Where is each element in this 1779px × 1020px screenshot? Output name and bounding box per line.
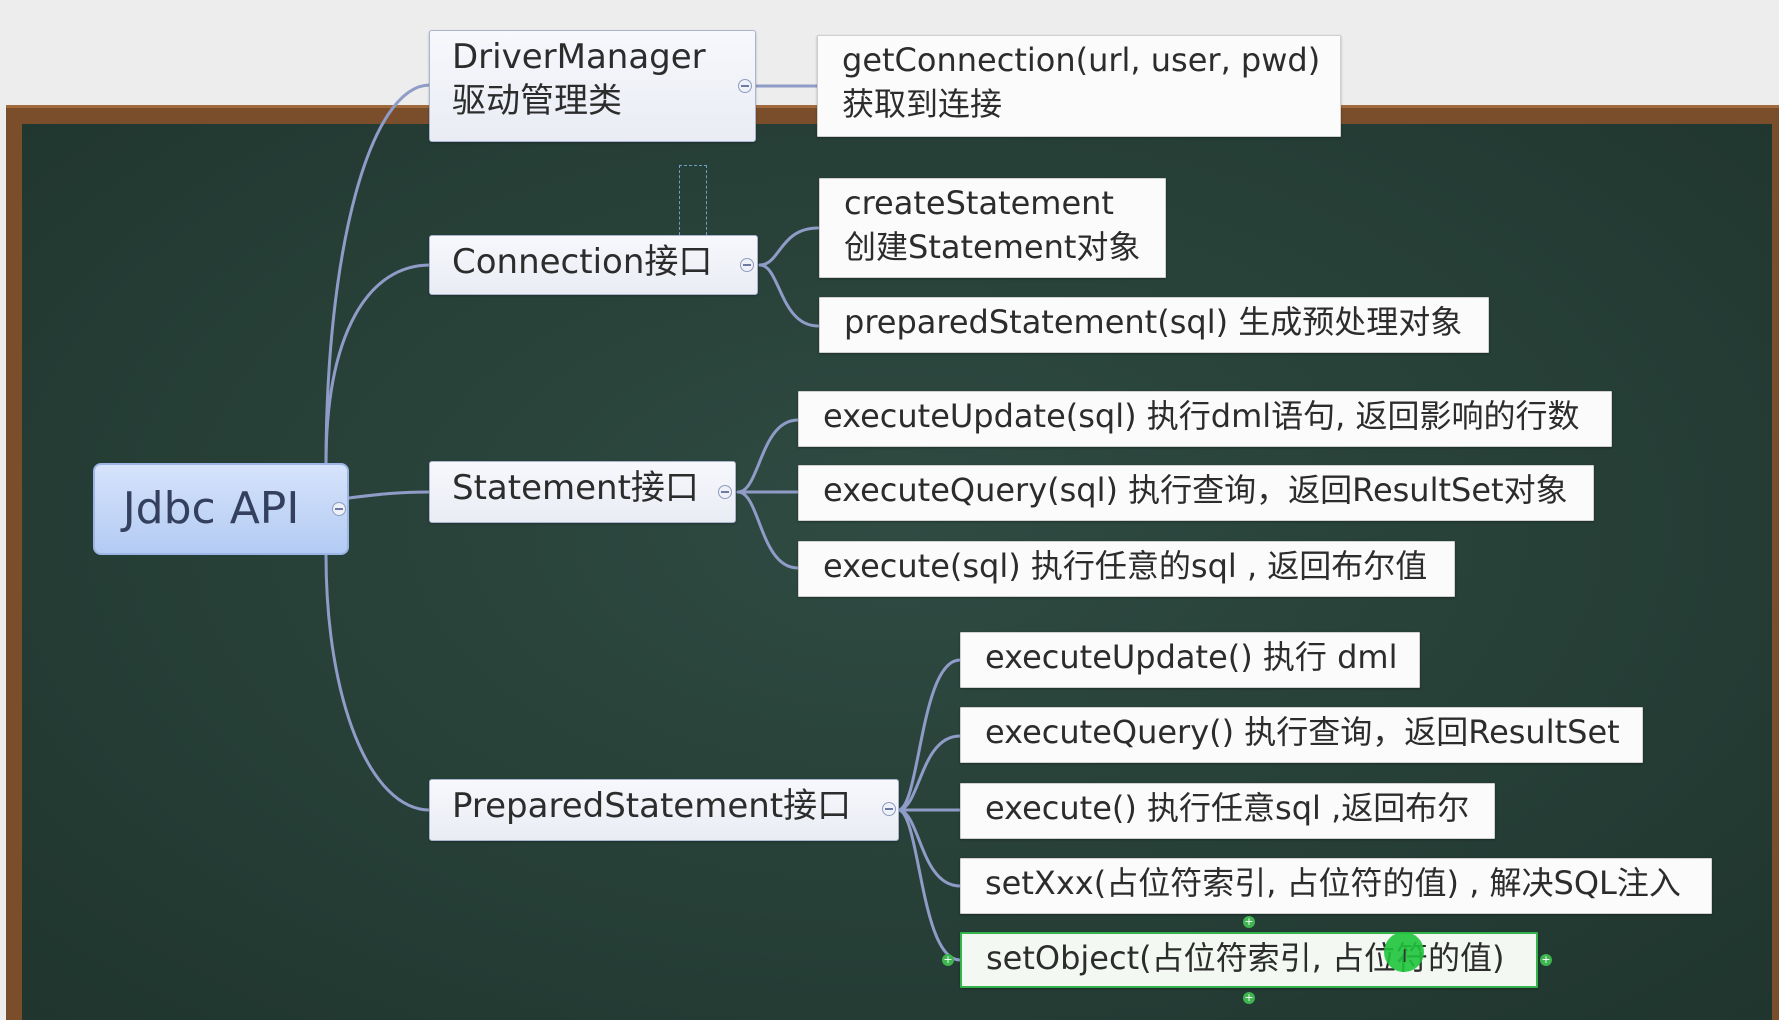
minus-circle-icon[interactable] bbox=[332, 502, 346, 516]
node-statement[interactable]: Statement接口 bbox=[429, 461, 736, 523]
leaf-executeupdate-sql[interactable]: executeUpdate(sql) 执行dml语句, 返回影响的行数 bbox=[798, 391, 1612, 447]
node-connection[interactable]: Connection接口 bbox=[429, 235, 758, 295]
connector-prepared-leaf-1 bbox=[896, 658, 962, 812]
connector-root-prepared bbox=[324, 553, 432, 812]
leaf-ps-executeupdate[interactable]: executeUpdate() 执行 dml bbox=[960, 632, 1420, 688]
connector-root-connection bbox=[324, 263, 432, 467]
leaf-preparedstatement-line1: preparedStatement(sql) 生成预处理对象 bbox=[844, 303, 1463, 341]
leaf-ps-executequery-label: executeQuery() 执行查询，返回ResultSet bbox=[985, 713, 1620, 751]
connector-root-drivermanager bbox=[324, 83, 432, 467]
leaf-ps-execute-label: execute() 执行任意sql ,返回布尔 bbox=[985, 789, 1470, 827]
plus-icon[interactable]: + bbox=[1243, 915, 1255, 928]
connector-connection-leaf-2 bbox=[758, 263, 820, 328]
leaf-ps-execute[interactable]: execute() 执行任意sql ,返回布尔 bbox=[960, 783, 1495, 839]
leaf-execute-sql[interactable]: execute(sql) 执行任意的sql , 返回布尔值 bbox=[798, 541, 1455, 597]
minus-circle-icon[interactable] bbox=[718, 485, 732, 499]
leaf-ps-setxxx-label: setXxx(占位符索引, 占位符的值) , 解决SQL注入 bbox=[985, 864, 1681, 902]
connector-prepared-leaf-5 bbox=[896, 808, 962, 962]
connector-statement-leaf-1 bbox=[736, 418, 800, 494]
leaf-getconnection-line1: getConnection(url, user, pwd) bbox=[842, 41, 1321, 79]
plus-icon[interactable]: + bbox=[942, 953, 954, 966]
leaf-ps-setobject-selected[interactable]: setObject(占位符索引, 占位符的值) bbox=[960, 932, 1538, 988]
leaf-executequery-sql-label: executeQuery(sql) 执行查询，返回ResultSet对象 bbox=[823, 471, 1568, 509]
root-node[interactable]: Jdbc API bbox=[93, 463, 349, 555]
leaf-getconnection-line2: 获取到连接 bbox=[842, 85, 1003, 123]
leaf-executeupdate-sql-label: executeUpdate(sql) 执行dml语句, 返回影响的行数 bbox=[823, 397, 1580, 435]
leaf-execute-sql-label: execute(sql) 执行任意的sql , 返回布尔值 bbox=[823, 547, 1428, 585]
leaf-createstatement-line2: 创建Statement对象 bbox=[844, 228, 1141, 266]
leaf-ps-setobject-label: setObject(占位符索引, 占位符的值) bbox=[986, 939, 1505, 977]
node-drivermanager[interactable]: DriverManager 驱动管理类 bbox=[429, 30, 756, 142]
connector-connection-leaf-1 bbox=[758, 226, 820, 267]
node-connection-label: Connection接口 bbox=[452, 242, 713, 282]
connector-statement-leaf-3 bbox=[736, 490, 800, 570]
node-preparedstatement-label: PreparedStatement接口 bbox=[452, 786, 852, 826]
leaf-preparedstatement[interactable]: preparedStatement(sql) 生成预处理对象 bbox=[819, 297, 1489, 353]
drop-guide bbox=[679, 165, 707, 235]
minus-circle-icon[interactable] bbox=[882, 802, 896, 816]
leaf-ps-executequery[interactable]: executeQuery() 执行查询，返回ResultSet bbox=[960, 707, 1643, 763]
leaf-getconnection[interactable]: getConnection(url, user, pwd) 获取到连接 bbox=[817, 35, 1341, 137]
text-cursor-icon: I bbox=[1402, 946, 1408, 967]
plus-icon[interactable]: + bbox=[1243, 991, 1255, 1004]
leaf-createstatement-line1: createStatement bbox=[844, 184, 1114, 222]
node-preparedstatement[interactable]: PreparedStatement接口 bbox=[429, 779, 899, 841]
node-statement-label: Statement接口 bbox=[452, 468, 699, 508]
leaf-executequery-sql[interactable]: executeQuery(sql) 执行查询，返回ResultSet对象 bbox=[798, 465, 1594, 521]
root-label: Jdbc API bbox=[122, 483, 300, 534]
node-drivermanager-line2: 驱动管理类 bbox=[452, 81, 622, 121]
connector-root-statement bbox=[347, 490, 432, 500]
leaf-ps-setxxx[interactable]: setXxx(占位符索引, 占位符的值) , 解决SQL注入 bbox=[960, 858, 1712, 914]
minus-circle-icon[interactable] bbox=[738, 79, 752, 93]
plus-icon[interactable]: + bbox=[1540, 953, 1552, 966]
node-drivermanager-line1: DriverManager bbox=[452, 37, 706, 77]
minus-circle-icon[interactable] bbox=[740, 258, 754, 272]
cursor-highlight bbox=[1384, 932, 1424, 972]
leaf-createstatement[interactable]: createStatement 创建Statement对象 bbox=[819, 178, 1166, 278]
leaf-ps-executeupdate-label: executeUpdate() 执行 dml bbox=[985, 638, 1398, 676]
connector-prepared-leaf-2 bbox=[896, 734, 962, 812]
